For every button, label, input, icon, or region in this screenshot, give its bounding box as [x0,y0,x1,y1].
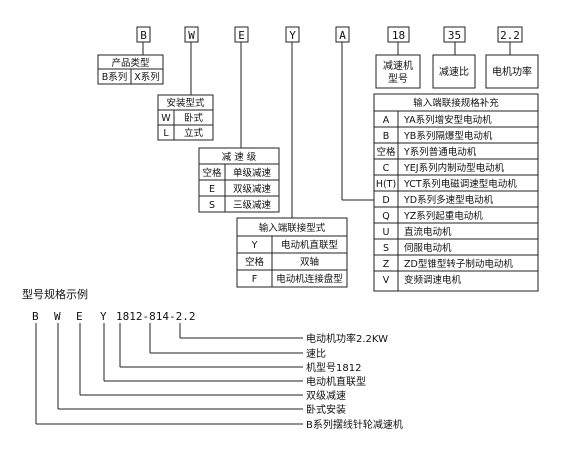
install-type-title: 安装型式 [166,97,205,109]
explain-ratio: 速比 [306,348,326,360]
install-desc-w: 卧式 [184,112,204,124]
code-y: Y [289,29,296,42]
input-connection-code-2: 空格 [245,256,265,268]
example-code-spec: 1812-814-2.2 [116,310,195,323]
input-spec-desc-4: YCT系列电磁调速型电动机 [403,178,517,190]
label-speed-model-line2: 型号 [388,72,408,85]
code-e: E [238,29,245,42]
input-spec-code-5: D [382,195,389,206]
input-spec-desc-10: 变频调速电机 [404,274,462,286]
install-desc-l: 立式 [184,127,204,139]
input-spec-desc-2: Y系列普通电动机 [403,146,477,158]
label-speed-model-line1: 减速机 [383,59,413,72]
reduction-code-1: 空格 [202,167,222,179]
product-type-x: X系列 [134,71,160,83]
explain-motor-power: 电动机功率2.2KW [306,332,388,345]
input-spec-desc-3: YEJ系列内制动型电动机 [403,162,505,174]
input-spec-code-6: Q [382,211,389,222]
reduction-desc-2: 双级减速 [233,183,272,195]
explain-direct-motor: 电动机直联型 [306,375,366,388]
input-spec-code-4: H(T) [376,179,396,190]
explain-horizontal: 卧式安装 [306,403,346,416]
reduction-desc-3: 三级减速 [233,199,272,211]
explain-series: B系列摆线针轮减速机 [306,418,403,431]
input-spec-desc-8: 伺服电动机 [404,242,452,254]
input-connection-desc-3: 电动机连接盘型 [276,273,343,285]
input-connection-code-1: Y [251,240,258,251]
reduction-code-2: E [209,184,215,195]
input-spec-code-9: Z [383,259,390,270]
input-spec-code-10: V [383,275,390,286]
input-spec-desc-9: ZD型锥型转子制动电动机 [404,258,513,270]
input-spec-title: 输入端联接规格补充 [413,97,499,109]
input-spec-code-3: C [383,163,390,174]
input-spec-desc-0: YA系列增安型电动机 [403,114,492,126]
label-ratio: 减速比 [439,66,469,78]
code-b: B [140,29,147,42]
code-18: 18 [392,29,405,42]
input-spec-code-0: A [383,115,390,126]
install-code-l: L [163,128,169,139]
code-w: W [188,29,195,42]
reduction-code-3: S [209,200,215,211]
input-spec-code-2: 空格 [376,146,396,158]
install-code-w: W [161,113,171,124]
reduction-title: 减 速 级 [222,151,257,163]
input-spec-desc-7: 直流电动机 [404,226,452,238]
input-connection-title: 输入端联接型式 [259,222,326,234]
explain-double-stage: 双级减速 [306,390,346,402]
example-code-b: B [32,310,39,323]
example-code-w: W [54,310,61,323]
product-type-title: 产品类型 [111,57,150,69]
input-spec-desc-1: YB系列隔爆型电动机 [403,130,493,142]
code-35: 35 [448,29,461,42]
example-title: 型号规格示例 [22,287,88,301]
label-motor-power: 电机功率 [492,65,532,78]
example-code-e: E [76,310,83,323]
code-22: 2.2 [500,29,520,42]
product-type-b: B系列 [102,71,128,83]
reduction-desc-1: 单级减速 [233,167,272,179]
explain-model: 机型号1812 [306,361,361,374]
code-a: A [339,29,346,42]
input-connection-desc-2: 双轴 [300,256,319,268]
input-connection-code-3: F [252,274,257,285]
input-spec-desc-6: YZ系列起重电动机 [403,210,483,222]
input-spec-code-8: S [383,243,389,254]
input-spec-desc-5: YD系列多速型电动机 [403,194,494,206]
input-connection-desc-1: 电动机直联型 [281,239,339,251]
input-spec-code-7: U [383,227,390,238]
input-spec-code-1: B [383,131,390,142]
example-code-y: Y [100,310,107,323]
